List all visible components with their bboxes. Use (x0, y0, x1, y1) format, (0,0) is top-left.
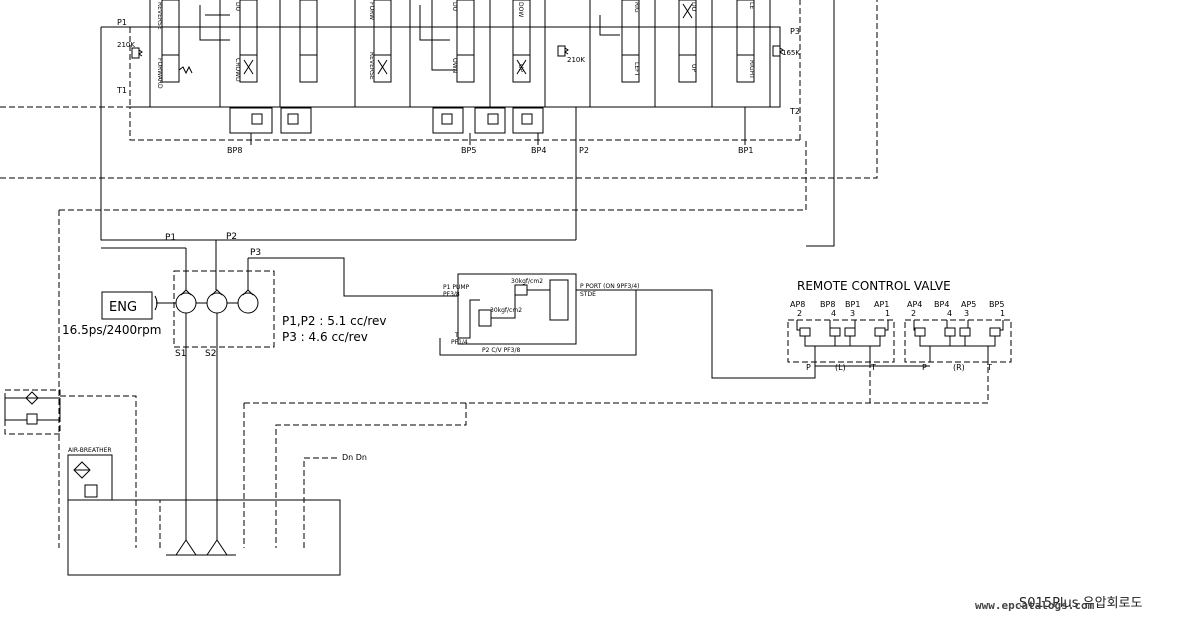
pump-spec-1: P1,P2 : 5.1 cc/rev (282, 314, 387, 328)
rcv-right-port-1: AP4 (907, 300, 922, 309)
hydraulic-tank: AIR-BREATHER Dn Dn (67, 447, 367, 576)
pilot-t: T (454, 332, 459, 339)
pilot-port-bp5: BP5 (461, 146, 476, 155)
suction-s1: S1 (175, 349, 186, 359)
pilot-port-bp1: BP1 (738, 146, 753, 155)
drain-label: Dn Dn (342, 453, 367, 462)
pilot-setting-1: 30kgf/cm2 (511, 278, 543, 285)
pilot-port-p2: P2 (579, 146, 589, 155)
rcv-right-port-4: BP5 (989, 300, 1004, 309)
port-label-p3: P3 (790, 27, 800, 36)
air-breather-label: AIR-BREATHER (68, 447, 112, 454)
engine-spec: 16.5ps/2400rpm (62, 323, 161, 337)
spool-4-bottom: REVERSE (368, 52, 375, 80)
pilot-bottom-label: P2 C/V PF3/8 (482, 347, 520, 354)
spool-4-top: FORW (368, 2, 375, 20)
filter-icon (25, 391, 39, 405)
rcv-right-num-1: 2 (911, 309, 916, 318)
rcv-left-t: T (870, 363, 876, 372)
watermark: www.epcatalogs.com (975, 599, 1095, 612)
suction-s2: S2 (205, 349, 216, 359)
relief-setting-left: 210K (117, 41, 135, 49)
spool-1-bottom: FORWARD (156, 58, 163, 89)
spool-9-bottom: RIGHT (748, 60, 755, 79)
pilot-p-pump: P1 PUMP (443, 284, 470, 291)
rcv-left-side: (L) (835, 363, 846, 372)
rcv-right-p: P (922, 363, 927, 372)
rcv-right-port-3: AP5 (961, 300, 976, 309)
spool-6-top: DOW (517, 2, 524, 17)
spool-6-bottom: UP (517, 64, 524, 72)
pilot-p-pump-sub: PF3/8 (443, 291, 460, 298)
rcv-left-num-1: 2 (797, 309, 802, 318)
pump-port-p2: P2 (226, 232, 237, 242)
pilot-setting-2: 30kgf/cm2 (490, 307, 522, 314)
pilot-p-port-sub: STDE (580, 291, 596, 298)
relief-valve-left (131, 47, 143, 59)
breather-icon (73, 461, 91, 479)
engine-label: ENG (109, 300, 137, 315)
rcv-left-port-2: BP8 (820, 300, 835, 309)
return-filter (4, 389, 137, 548)
pump-group: ENG 16.5ps/2400rpm P1 P2 P3 S1 S2 P1,P2 … (58, 140, 807, 556)
port-label-t2: T2 (789, 107, 800, 116)
rcv-left: AP8 BP8 BP1 AP1 2 4 3 1 P (L) T (787, 300, 895, 372)
spool-5-bottom: OWN (451, 58, 458, 73)
spool-8-top: DO (690, 2, 697, 12)
pump-p3-icon (237, 292, 259, 314)
title-block: S015Plus 유압회로도 (1019, 596, 1143, 611)
check-valve-icon (26, 413, 38, 425)
remote-control-valve: REMOTE CONTROL VALVE AP8 BP8 BP1 AP1 2 4… (243, 279, 1012, 548)
rcv-left-port-1: AP8 (790, 300, 805, 309)
spool-5-top: DU (451, 2, 458, 11)
pump-port-p1: P1 (165, 233, 176, 243)
pilot-port-bp4: BP4 (531, 146, 546, 155)
pilot-port-bp8: BP8 (227, 146, 242, 155)
spool-1-top: REVERSE (156, 2, 163, 30)
rcv-left-num-4: 1 (885, 309, 890, 318)
spool-2-bottom: CROWD (234, 58, 241, 82)
rcv-right-num-3: 3 (964, 309, 969, 318)
spool-8-bottom: UP (690, 64, 697, 72)
rcv-right-t: T (986, 363, 992, 372)
pump-p1-icon (175, 292, 197, 314)
spool-7-bottom: LEFT (633, 62, 640, 76)
rcv-right-port-2: BP4 (934, 300, 949, 309)
pilot-p-port: P PORT (ON 9PF3/4) (580, 283, 640, 290)
main-control-valve: P1 T1 P3 T2 210K 210K 165K REVERSE FORWA… (0, 0, 878, 247)
rcv-left-p: P (806, 363, 811, 372)
rcv-right-num-2: 4 (947, 309, 952, 318)
pilot-block: P1 PUMP PF3/8 P PORT (ON 9PF3/4) STDE 30… (439, 273, 640, 356)
rcv-left-port-3: BP1 (845, 300, 860, 309)
port-label-t1: T1 (116, 86, 127, 95)
rcv-right: AP4 BP4 AP5 BP5 2 4 3 1 P (R) T (904, 300, 1012, 372)
port-label-p1: P1 (117, 18, 127, 27)
relief-valve-mid (557, 45, 569, 57)
relief-valve-right (772, 45, 784, 57)
rcv-left-num-2: 4 (831, 309, 836, 318)
spool-7-top: RIG (633, 2, 640, 13)
spool-2-top: DU (234, 2, 241, 11)
engine-box (101, 291, 153, 320)
pump-p2-icon (206, 292, 228, 314)
rcv-right-num-4: 1 (1000, 309, 1005, 318)
pump-port-p3: P3 (250, 248, 261, 258)
relief-setting-right: 165K (782, 49, 800, 57)
pump-spec-2: P3 : 4.6 cc/rev (282, 330, 368, 344)
spool-9-top: LE (748, 2, 755, 9)
rcv-right-side: (R) (953, 363, 965, 372)
rcv-title: REMOTE CONTROL VALVE (797, 279, 951, 293)
pilot-t-sub: PF1/4 (451, 339, 468, 346)
relief-setting-mid: 210K (567, 56, 585, 64)
rcv-left-port-4: AP1 (874, 300, 889, 309)
port-relief-pairs (229, 107, 544, 134)
rcv-left-num-3: 3 (850, 309, 855, 318)
